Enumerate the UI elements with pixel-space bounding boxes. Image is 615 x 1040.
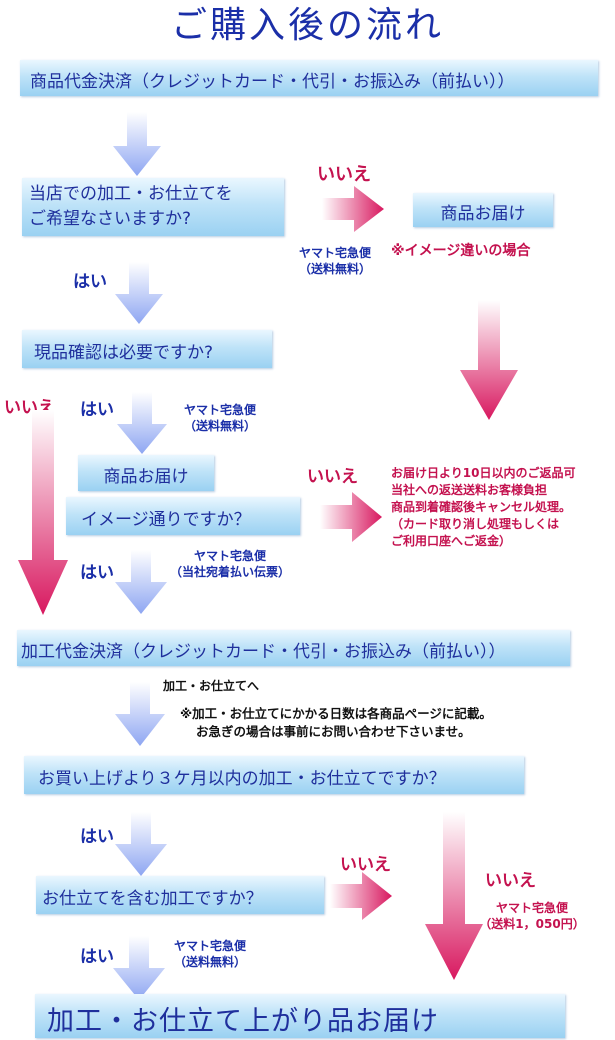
flow-arrow-down <box>117 392 167 454</box>
yes-label: はい <box>80 827 114 847</box>
step-sewing-question-text: お仕立てを含む加工ですか？ <box>42 889 263 909</box>
yes-label: はい <box>80 563 114 583</box>
step-processing-payment-text: 加工代金決済（クレジットカード・代引・お振込み（前払い）） <box>21 642 506 662</box>
step-processing-question: 当店での加工・お仕立てを ご希望なさいますか? <box>22 178 284 236</box>
image-different-note: ※イメージ違いの場合 <box>391 243 531 259</box>
flow-arrow-down <box>115 682 165 746</box>
step-final-delivery-text: 加工・お仕立て上がり品お届け <box>47 1006 439 1037</box>
step-image-question-text: イメージ通りですか？ <box>81 510 251 530</box>
flow-arrow-right <box>330 872 392 920</box>
step-processing-question-line2: ご希望なさいますか? <box>29 209 192 229</box>
yes-label: はい <box>80 400 114 420</box>
shipping-note-free: ヤマト宅急便 （送料無料） <box>183 403 256 433</box>
flow-arrow-down-red <box>18 410 68 615</box>
step-inspection-question: 現品確認は必要ですか? <box>22 330 272 368</box>
step-delivery-inspection-text: 商品お届け <box>103 467 189 487</box>
flow-arrow-down <box>113 112 161 176</box>
step-final-delivery: 加工・お仕立て上がり品お届け <box>35 994 565 1038</box>
flow-arrow-down <box>115 812 167 876</box>
step-product-payment: 商品代金決済（クレジットカード・代引・お振込み（前払い）） <box>20 60 598 96</box>
flow-arrow-down <box>115 262 163 324</box>
shipping-note-cod: ヤマト宅急便 （当社宛着払い伝票） <box>169 549 290 579</box>
step-delivery-top-text: 商品お届け <box>440 204 526 224</box>
page-title: ご購入後の流れ <box>170 5 444 46</box>
step-three-months-question: お買い上げより３ケ月以内の加工・お仕立てですか？ <box>24 756 524 794</box>
flow-arrow-down <box>113 936 165 1000</box>
step-sewing-question: お仕立てを含む加工ですか？ <box>36 876 324 914</box>
no-label: いいえ <box>485 871 536 891</box>
return-policy-note: お届け日より10日以内のご返品可 当社への返送送料お客様負担 商品到着確認後キャ… <box>391 466 576 548</box>
step-processing-question-line1: 当店での加工・お仕立てを <box>29 184 233 204</box>
no-label: いいえ <box>340 855 391 875</box>
step-delivery-top: 商品お届け <box>413 193 553 227</box>
step-processing-payment: 加工代金決済（クレジットカード・代引・お振込み（前払い）） <box>17 630 570 666</box>
flow-arrow-down-red <box>425 812 483 980</box>
shipping-note-paid: ヤマト宅急便 （送料1，050円） <box>479 901 585 931</box>
processing-days-note: ※加工・お仕立てにかかる日数は各商品ページに記載。 お急ぎの場合は事前にお問い合… <box>180 706 492 739</box>
step-three-months-question-text: お買い上げより３ケ月以内の加工・お仕立てですか？ <box>38 769 446 789</box>
step-product-payment-text: 商品代金決済（クレジットカード・代引・お振込み（前払い）） <box>30 72 515 92</box>
yes-label: はい <box>80 947 114 967</box>
flow-arrow-right <box>320 492 382 542</box>
shipping-note-free: ヤマト宅急便 （送料無料） <box>298 246 371 276</box>
step-image-question: イメージ通りですか？ <box>66 497 300 535</box>
flow-arrow-down-red <box>460 300 518 420</box>
no-label: いいえ <box>317 164 371 185</box>
step-delivery-inspection: 商品お届け <box>78 455 214 491</box>
to-processing-note: 加工・お仕立てへ <box>163 679 260 693</box>
step-inspection-question-text: 現品確認は必要ですか? <box>34 343 214 363</box>
flow-arrow-right <box>322 186 384 232</box>
flow-arrow-down <box>115 550 167 614</box>
no-label: いいえ <box>307 467 358 487</box>
shipping-note-free: ヤマト宅急便 （送料無料） <box>173 939 246 969</box>
yes-label: はい <box>73 272 107 292</box>
